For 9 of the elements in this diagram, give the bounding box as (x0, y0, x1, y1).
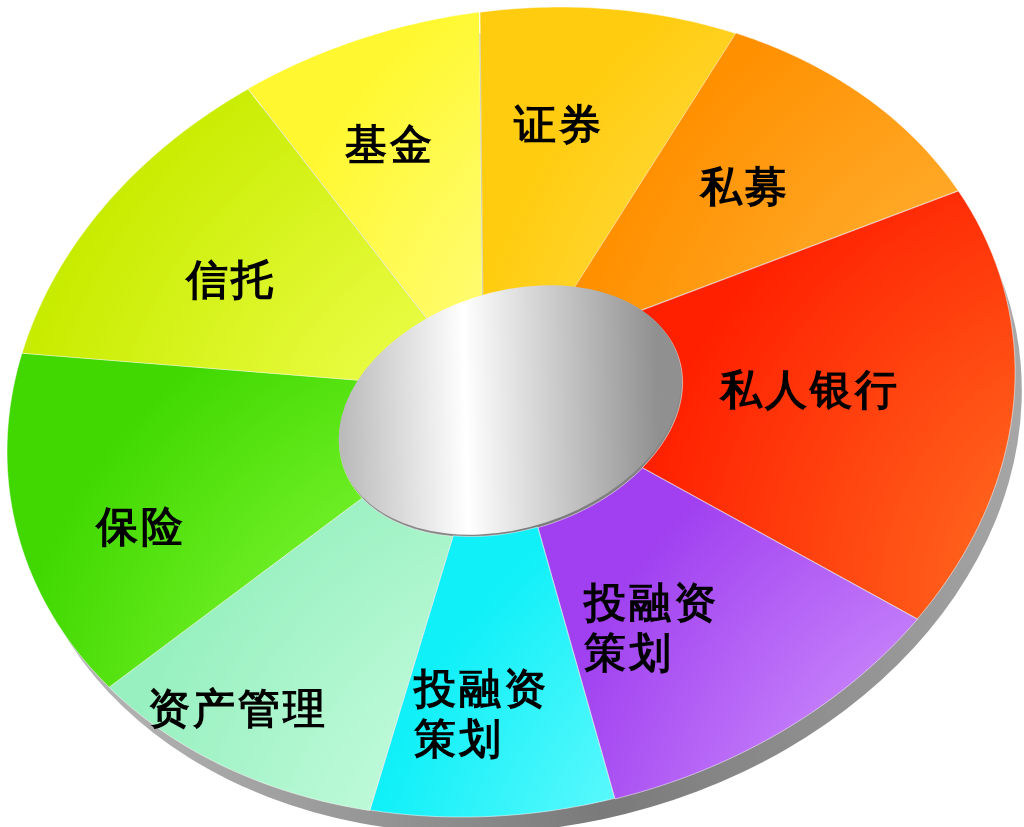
segment-label: 证券 (514, 100, 604, 151)
segment-label: 投融资策划 (584, 578, 720, 679)
segment-label: 基金 (345, 120, 435, 171)
segment-label: 私募 (700, 162, 790, 213)
segment-label: 保险 (96, 502, 186, 553)
segment-label: 私人银行 (720, 365, 900, 416)
segment-label: 资产管理 (148, 684, 328, 735)
segment-label: 投融资策划 (414, 664, 550, 765)
segment-label: 信托 (186, 255, 276, 306)
